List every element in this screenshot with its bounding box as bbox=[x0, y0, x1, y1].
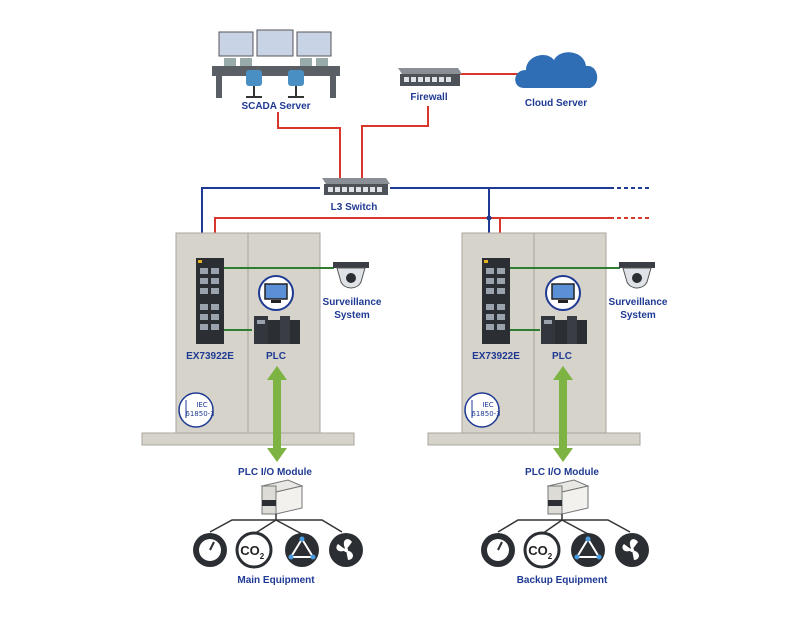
left-surveillance-label-2: System bbox=[334, 310, 370, 321]
cloud-server-label: Cloud Server bbox=[525, 98, 587, 109]
left-co2-icon: CO 2 bbox=[235, 531, 273, 569]
right-equipment-label: Backup Equipment bbox=[517, 575, 608, 586]
firewall-icon bbox=[398, 68, 462, 86]
left-plc-icon bbox=[254, 316, 300, 344]
svg-text:CO: CO bbox=[528, 543, 548, 558]
right-co2-icon: CO 2 bbox=[523, 531, 561, 569]
right-plc-icon bbox=[541, 316, 587, 344]
right-camera-icon bbox=[619, 262, 655, 289]
svg-text:2: 2 bbox=[548, 552, 553, 561]
right-cabinet bbox=[427, 232, 641, 446]
svg-text:61850-3: 61850-3 bbox=[185, 410, 214, 418]
scada-link bbox=[277, 112, 341, 178]
scada-server-icon bbox=[212, 29, 340, 98]
left-gauge-icon bbox=[193, 533, 227, 567]
right-plc-label: PLC bbox=[552, 351, 572, 362]
right-industrial-switch-icon bbox=[482, 258, 510, 344]
left-fan-icon bbox=[329, 533, 363, 567]
right-equipment-tree bbox=[497, 514, 631, 535]
left-plc-label: PLC bbox=[266, 351, 286, 362]
left-switch-label: EX73922E bbox=[186, 351, 234, 362]
cloud-icon bbox=[515, 52, 598, 88]
right-switch-label: EX73922E bbox=[472, 351, 520, 362]
svg-text:61850-3: 61850-3 bbox=[471, 410, 500, 418]
left-camera-icon bbox=[333, 262, 369, 289]
left-triangle-sensor-icon bbox=[285, 533, 319, 567]
right-gauge-icon bbox=[481, 533, 515, 567]
left-surveillance-label-1: Surveillance bbox=[323, 297, 382, 308]
left-io-module-label: PLC I/O Module bbox=[238, 467, 312, 478]
left-equipment-tree bbox=[209, 514, 343, 535]
firewall-label: Firewall bbox=[410, 92, 447, 103]
left-cabinet bbox=[141, 232, 355, 446]
right-triangle-sensor-icon bbox=[571, 533, 605, 567]
right-io-arrow bbox=[553, 366, 573, 462]
svg-text:CO: CO bbox=[240, 543, 260, 558]
svg-text:2: 2 bbox=[260, 552, 265, 561]
l3-switch-label: L3 Switch bbox=[331, 202, 378, 213]
firewall-link bbox=[361, 106, 429, 178]
svg-text:IEC: IEC bbox=[196, 401, 207, 409]
right-surveillance-label-2: System bbox=[620, 310, 656, 321]
scada-server-label: SCADA Server bbox=[241, 101, 310, 112]
left-iec-badge-icon: IEC 61850-3 bbox=[178, 392, 215, 428]
left-io-module-icon bbox=[260, 479, 304, 515]
svg-text:IEC: IEC bbox=[482, 401, 493, 409]
l3-switch-icon bbox=[322, 178, 390, 195]
right-iec-badge-icon: IEC 61850-3 bbox=[464, 392, 501, 428]
right-hmi-icon bbox=[545, 275, 581, 311]
left-io-arrow bbox=[267, 366, 287, 462]
right-io-module-label: PLC I/O Module bbox=[525, 467, 599, 478]
right-fan-icon bbox=[615, 533, 649, 567]
left-industrial-switch-icon bbox=[196, 258, 224, 344]
left-equipment-label: Main Equipment bbox=[237, 575, 315, 586]
left-hmi-icon bbox=[258, 275, 294, 311]
right-io-module-icon bbox=[546, 479, 590, 515]
right-surveillance-label-1: Surveillance bbox=[609, 297, 668, 308]
